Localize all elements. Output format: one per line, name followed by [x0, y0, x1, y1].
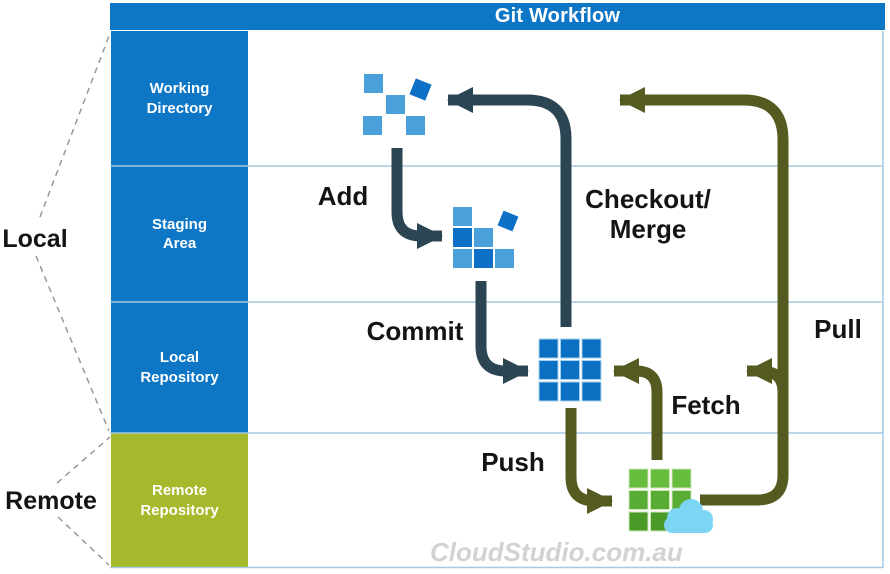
checkout-merge-label-line1: Checkout/ [585, 184, 711, 214]
checkout-merge-arrow [447, 87, 572, 327]
row-staging-area: Staging Area [111, 166, 248, 302]
diagram-title: Git Workflow [494, 5, 621, 27]
row-working-directory: Working Directory [111, 31, 248, 166]
fetch-arrow [613, 358, 663, 460]
local-side-label: Local [2, 225, 68, 253]
cloud-icon [664, 499, 713, 533]
table-grid-lines [110, 31, 884, 569]
push-label: Push [481, 447, 545, 477]
pull-label: Pull [814, 314, 862, 344]
staging-area-icon [453, 207, 519, 268]
row-remote-repository: Remote Repository [111, 433, 248, 568]
checkout-merge-label: Checkout/ Merge [563, 184, 733, 244]
watermark: CloudStudio.com.au [430, 537, 683, 567]
fetch-label: Fetch [671, 390, 741, 420]
commit-label: Commit [366, 316, 464, 346]
title-bar: Git Workflow [110, 3, 885, 30]
push-arrow [565, 408, 613, 514]
remote-repository-icon [628, 468, 713, 533]
add-label: Add [317, 181, 369, 211]
row-local-repository: Local Repository [111, 302, 248, 433]
add-arrow [391, 148, 443, 249]
local-repository-icon [538, 338, 602, 402]
checkout-merge-label-line2: Merge [609, 214, 687, 244]
commit-arrow [475, 281, 529, 384]
pull-branch-arrow [746, 358, 789, 393]
remote-side-label: Remote [5, 487, 97, 515]
local-remote-brace-lines [35, 35, 111, 566]
working-directory-icon [363, 74, 432, 135]
pull-arrow [619, 87, 789, 506]
